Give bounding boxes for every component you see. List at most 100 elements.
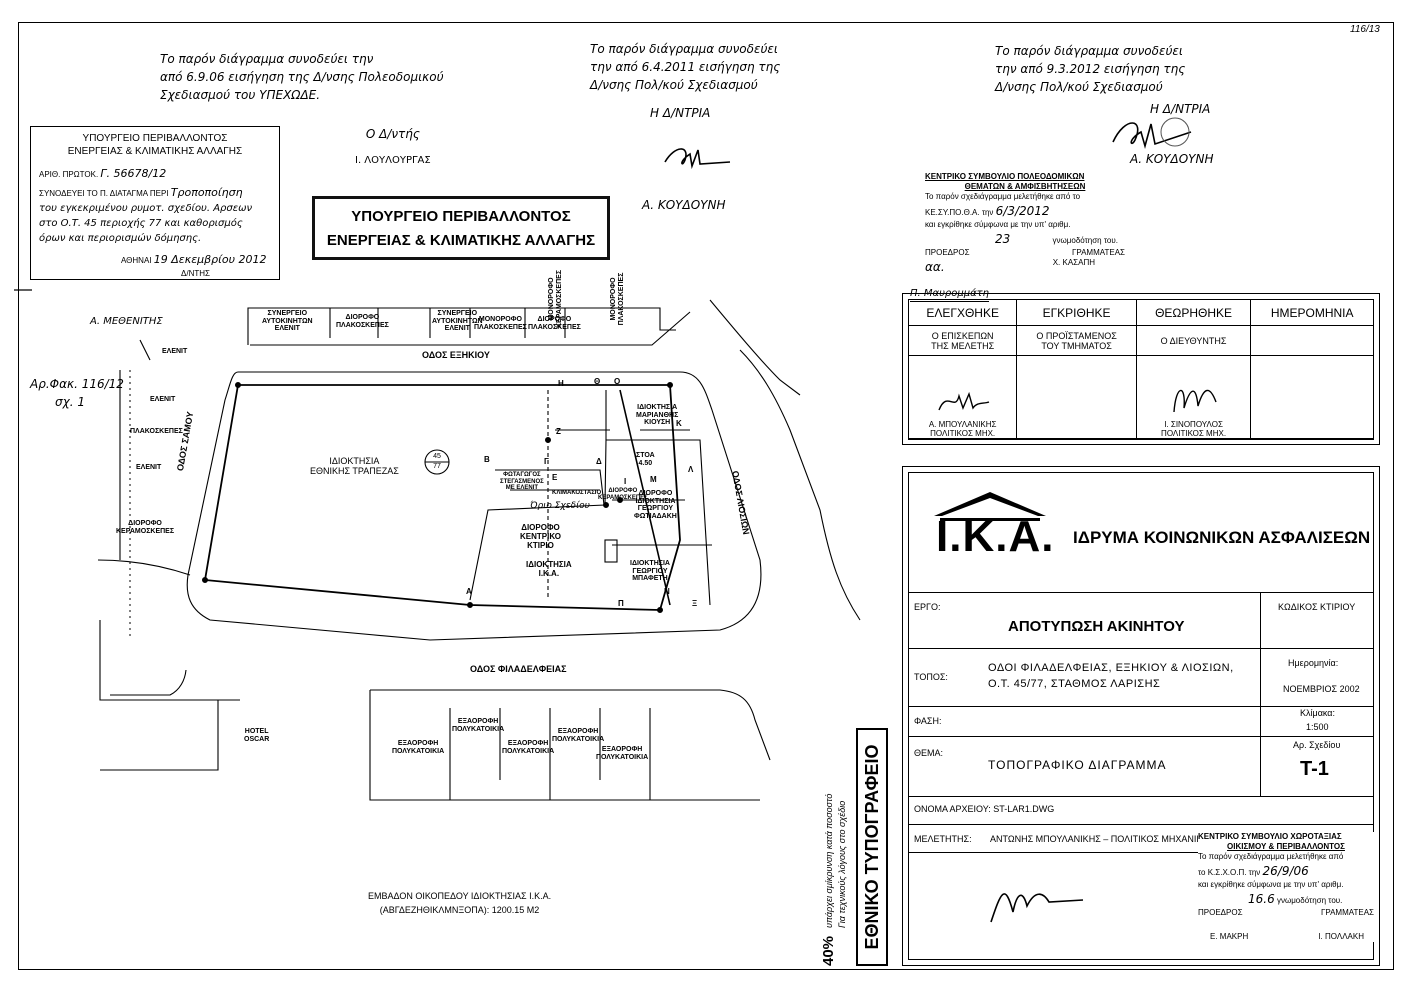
author-signature-icon [990, 893, 1084, 923]
point-label: Β [484, 455, 490, 464]
code-label: ΚΩΔΙΚΟΣ ΚΤΙΡΙΟΥ [1278, 602, 1356, 612]
stamp-prot-number: Γ. 56678/12 [100, 167, 167, 180]
top-vertical-2: ΜΟΝΟΡΟΦΟ ΠΛΑΚΟΣΚΕΠΕΣ [610, 272, 625, 326]
note-3-name: Α. ΚΟΥΔΟΥΝΗ [1130, 152, 1214, 166]
stamp-prot-label: ΑΡΙΘ. ΠΡΩΤΟΚ. [39, 170, 99, 179]
note-1-name: Ι. ΛΟΥΛΟΥΡΓΑΣ [355, 155, 431, 166]
ministry-stamp-large: ΥΠΟΥΡΓΕΙΟ ΠΕΡΙΒΑΛΛΟΝΤΟΣ ΕΝΕΡΓΕΙΑΣ & ΚΛΙΜ… [312, 196, 610, 260]
thema-label: ΘΕΜΑ: [914, 748, 944, 758]
note-3-role: Η Δ/ΝΤΡΙΑ [1150, 102, 1211, 116]
top-buildings-outline [247, 307, 676, 345]
kesxop-line-3: και εγκρίθηκε σύμφωνα με την υπ' αριθμ. [1198, 880, 1344, 889]
note-1-role: Ο Δ/ντής [365, 127, 420, 141]
kesxop-name-right: Ι. ΠΟΛΛΑΚΗ [1318, 932, 1364, 941]
fasi-row: ΦΑΣΗ: Κλίμακα: 1:500 [908, 706, 1374, 737]
left-building-3: ΠΛΑΚΟΣΚΕΠΕΣ [130, 428, 183, 435]
point-label: Η [558, 379, 564, 388]
date-value: ΝΟΕΜΒΡΙΟΣ 2002 [1283, 684, 1360, 694]
kesyp-head-1: ΚΕΝΤΡΙΚΟ ΣΥΜΒΟΥΛΙΟ ΠΟΛΕΟΔΟΜΙΚΩΝ [925, 172, 1085, 181]
stamp-role: Δ/ΝΤΗΣ [181, 268, 210, 278]
point-label: Δ [596, 457, 602, 466]
ministry-stamp-box: ΥΠΟΥΡΓΕΙΟ ΠΕΡΙΒΑΛΛΟΝΤΟΣ ΕΝΕΡΓΕΙΑΣ & ΚΛΙΜ… [30, 126, 280, 280]
organization-name: ΙΔΡΥΜΑ ΚΟΙΝΩΝΙΚΩΝ ΑΣΦΑΛΙΣΕΩΝ [1073, 528, 1371, 547]
kesxop-date: 26/9/06 [1262, 864, 1309, 878]
kesxop-line-2: το Κ.Σ.Χ.Ο.Π. την [1198, 868, 1261, 877]
point-label: Ο [614, 377, 621, 386]
point-label: Ι [624, 477, 627, 486]
note-2: Το παρόν διάγραμμα συνοδεύει την από 6.4… [590, 40, 780, 94]
block-outline [186, 371, 762, 641]
point-label: Ζ [556, 427, 561, 436]
area-line-1: ΕΜΒΑΔΟΝ ΟΙΚΟΠΕΔΟΥ ΙΔΙΟΚΤΗΣΙΑΣ Ι.Κ.Α. [368, 891, 552, 901]
file-number: Αρ.Φακ. 116/12 [30, 377, 124, 391]
topos-row: ΤΟΠΟΣ: ΟΔΟΙ ΦΙΛΑΔΕΛΦΕΙΑΣ, ΕΞΗΚΙΟΥ & ΛΙΟΣ… [908, 648, 1374, 707]
note-2-line: Δ/νσης Πολ/κού Σχεδιασμού [590, 78, 758, 92]
author-label: ΜΕΛΕΤΗΤΗΣ: [914, 834, 972, 844]
title-block: Ι.Κ.Α. ΙΔΡΥΜΑ ΚΟΙΝΩΝΙΚΩΝ ΑΣΦΑΛΙΣΕΩΝ ΕΡΓΟ… [902, 466, 1380, 966]
street-filadelfeias: ΟΔΟΣ ΦΙΛΑΔΕΛΦΕΙΑΣ [470, 664, 567, 674]
signature-cell [1016, 355, 1137, 440]
stamp-accomp-label: ΣΥΝΟΔΕΥΕΙ ΤΟ Π. ΔΙΑΤΑΓΜΑ ΠΕΡΙ [39, 188, 169, 198]
scale-value: 1:500 [1306, 722, 1329, 732]
topos-line-1: ΟΔΟΙ ΦΙΛΑΔΕΛΦΕΙΑΣ, ΕΞΗΚΙΟΥ & ΛΙΟΣΙΩΝ, [988, 662, 1234, 674]
filename-text: ΟΝΟΜΑ ΑΡΧΕΙΟΥ: ST-LAR1.DWG [914, 804, 1055, 814]
header-endorsed: ΘΕΩΡΗΘΗΚΕ [1135, 299, 1252, 326]
fasi-label: ΦΑΣΗ: [914, 716, 942, 726]
date-label: Ημερομηνία: [1288, 658, 1339, 668]
drawing-number: σχ. 1 [55, 395, 85, 409]
signature-icon [938, 391, 989, 411]
signature-icon [1172, 389, 1217, 413]
thema-row: ΘΕΜΑ: ΤΟΠΟΓΡΑΦΙΚΟ ΔΙΑΓΡΑΜΜΑ Αρ. Σχεδίου … [908, 736, 1374, 797]
drawing-number-label: Αρ. Σχεδίου [1293, 740, 1341, 750]
point-label: Κ [676, 419, 682, 428]
note-1-line: από 6.9.06 εισήγηση της Δ/νσης Πολεοδομι… [160, 70, 444, 84]
note-3: Το παρόν διάγραμμα συνοδεύει την από 9.3… [995, 42, 1185, 96]
kesyp-name-left: αα. [925, 260, 945, 274]
header-approved: ΕΓΚΡΙΘΗΚΕ [1016, 299, 1137, 326]
kesyp-role-left: ΠΡΟΕΔΡΟΣ [925, 248, 970, 257]
logo-row: Ι.Κ.Α. ΙΔΡΥΜΑ ΚΟΙΝΩΝΙΚΩΝ ΑΣΦΑΛΙΣΕΩΝ [908, 472, 1374, 593]
stamp-date-prefix: ΑΘΗΝΑΙ [121, 256, 152, 265]
kesxop-role-right: ΓΡΑΜΜΑΤΕΑΣ [1320, 908, 1374, 917]
header-checked: ΕΛΕΓΧΘΗΚΕ [907, 299, 1018, 326]
kesxop-role-left: ΠΡΟΕΔΡΟΣ [1198, 908, 1243, 917]
kesyp-name-right: Χ. ΚΑΣΑΠΗ [1052, 258, 1095, 267]
ergo-value: ΑΠΟΤΥΠΩΣΗ ΑΚΙΝΗΤΟΥ [1008, 618, 1185, 635]
point-label: Ν [664, 587, 670, 596]
street-exikiou: ΟΔΟΣ ΕΞΗΚΙΟΥ [422, 350, 490, 360]
ika-logo-icon [934, 492, 1046, 521]
stamp-title-1: ΥΠΟΥΡΓΕΙΟ ΠΕΡΙΒΑΛΛΟΝΤΟΣ [82, 133, 228, 144]
ergo-row: ΕΡΓΟ: ΑΠΟΤΥΠΩΣΗ ΑΚΙΝΗΤΟΥ ΚΩΔΙΚΟΣ ΚΤΙΡΙΟΥ [908, 592, 1374, 649]
role-cell: Ο ΔΙΕΥΘΥΝΤΗΣ [1135, 325, 1252, 356]
kesypotha-stamp: ΚΕΝΤΡΙΚΟ ΣΥΜΒΟΥΛΙΟ ΠΟΛΕΟΔΟΜΙΚΩΝ ΘΕΜΑΤΩΝ … [925, 172, 1125, 276]
point-label: Γ [544, 457, 549, 466]
author-value: ΑΝΤΩΝΗΣ ΜΠΟΥΛΑΝΙΚΗΣ – ΠΟΛΙΤΙΚΟΣ ΜΗΧΑΝΙΚΟ… [990, 834, 1215, 844]
note-2-role: Η Δ/ΝΤΡΙΑ [650, 106, 711, 120]
kesxop-line-4: γνωμοδότηση του. [1276, 896, 1343, 905]
left-building-4: ΕΛΕΝΙΤ [136, 464, 162, 471]
role-cell [1250, 325, 1374, 356]
kesyp-line-3: και εγκρίθηκε σύμφωνα με την υπ' αριθμ. [925, 220, 1071, 229]
topos-line-2: Ο.Τ. 45/77, ΣΤΑΘΜΟΣ ΛΑΡΙΣΗΣ [988, 678, 1161, 690]
kesxop-head-2: ΟΙΚΙΣΜΟΥ & ΠΕΡΙΒΑΛΛΟΝΤΟΣ [1227, 842, 1345, 851]
point-label: Α [466, 587, 472, 596]
topos-label: ΤΟΠΟΣ: [914, 672, 948, 682]
signer-left: Α. ΜΕΘΕΝΙΤΗΣ [90, 316, 163, 327]
stamp-text-4: όρων και περιορισμών δόμησης. [39, 233, 202, 244]
kesxop-stamp: ΚΕΝΤΡΙΚΟ ΣΥΜΒΟΥΛΙΟ ΧΩΡΟΤΑΞΙΑΣ ΟΙΚΙΣΜΟΥ &… [1198, 832, 1374, 942]
approval-grid: ΕΛΕΓΧΘΗΚΕ ΕΓΚΡΙΘΗΚΕ ΘΕΩΡΗΘΗΚΕ ΗΜΕΡΟΜΗΝΙΑ… [907, 299, 1374, 440]
